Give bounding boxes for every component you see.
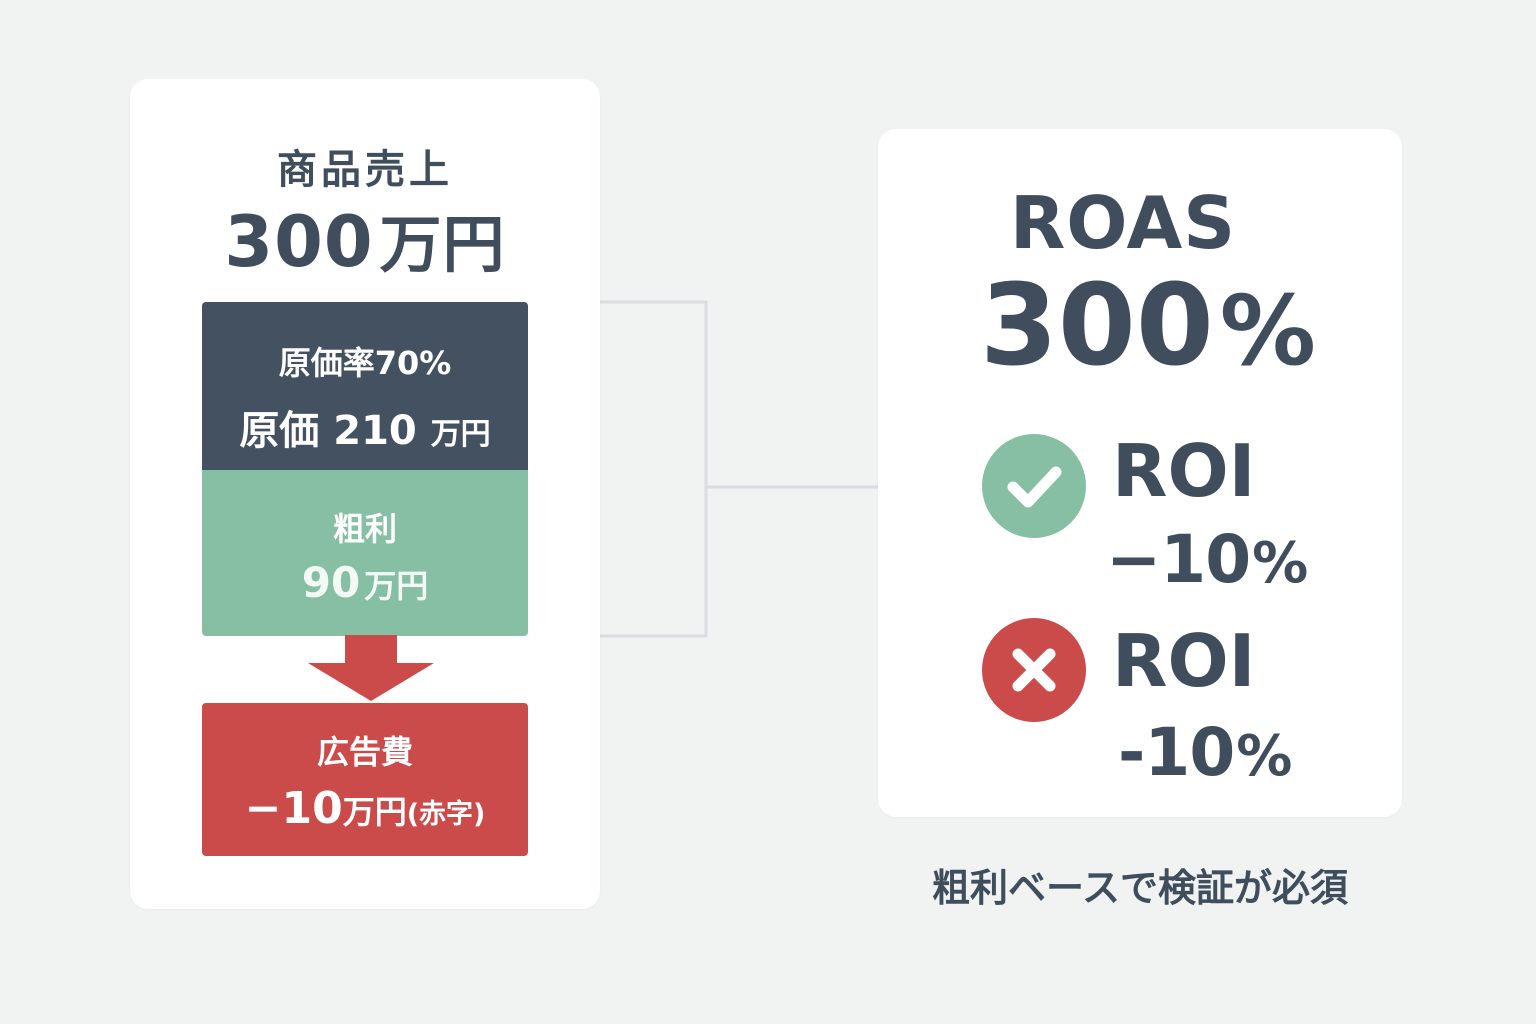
down-arrow-icon xyxy=(308,635,434,701)
roi-ng-value: -10% xyxy=(1118,714,1292,791)
ad-cost-unit: 万円 xyxy=(342,793,407,831)
gross-profit-unit: 万円 xyxy=(364,567,429,605)
roi-ok-value: −10% xyxy=(1106,521,1308,598)
roi-ng-unit: % xyxy=(1236,724,1292,789)
roas-unit: % xyxy=(1219,275,1316,387)
ad-cost-block: 広告費 −10万円(赤字) xyxy=(202,703,528,856)
cost-unit: 万円 xyxy=(430,417,491,452)
sales-value: 300万円 xyxy=(130,194,600,284)
roi-ng-amount: -10 xyxy=(1118,714,1235,791)
roas-amount: 300 xyxy=(980,261,1214,391)
sales-title: 商品売上 xyxy=(277,147,453,193)
ad-cost-value: −10万円(赤字) xyxy=(202,783,528,834)
roas-label: ROAS xyxy=(1009,181,1237,265)
roi-ok-label: ROI xyxy=(1112,429,1256,513)
gross-profit-amount: 90 xyxy=(301,558,361,607)
cost-block: 原価率70% 原価 210 万円 xyxy=(202,302,528,470)
roi-ok-amount: −10 xyxy=(1106,521,1251,598)
gross-profit-label: 粗利 xyxy=(332,510,397,548)
cost-label: 原価 xyxy=(239,408,320,454)
cost-rate: 原価率70% xyxy=(278,344,452,382)
roi-ok-unit: % xyxy=(1252,531,1308,596)
roas-value: 300% xyxy=(878,261,1418,391)
ad-cost-note: (赤字) xyxy=(406,799,486,830)
sales-amount: 300 xyxy=(224,201,374,283)
sales-unit: 万円 xyxy=(379,208,506,281)
check-icon xyxy=(982,434,1086,538)
roi-ng-label: ROI xyxy=(1112,619,1256,703)
cost-amount: 210 xyxy=(333,408,417,454)
cross-icon xyxy=(982,618,1086,722)
ad-cost-label: 広告費 xyxy=(316,733,413,771)
cost-value: 原価 210 万円 xyxy=(202,398,528,456)
caption: 粗利ベースで検証が必須 xyxy=(931,866,1349,910)
ad-cost-amount: −10 xyxy=(244,783,343,834)
roas-roi-card: ROAS 300% ROI −10% ROI -10% xyxy=(878,129,1402,817)
